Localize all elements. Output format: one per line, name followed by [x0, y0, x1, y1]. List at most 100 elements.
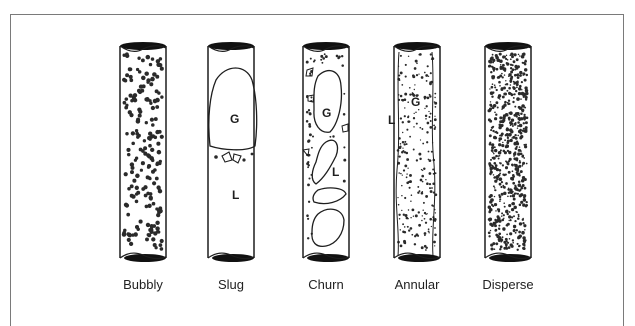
annular-droplet [408, 229, 410, 231]
annular-droplet [428, 228, 430, 230]
bubbly-droplet [154, 246, 157, 249]
disperse-droplet [524, 92, 527, 95]
disperse-droplet [502, 236, 504, 238]
annular-droplet [424, 232, 427, 235]
bubbly-droplet [131, 142, 135, 146]
annular-droplet [435, 212, 436, 213]
disperse-droplet [520, 170, 523, 173]
disperse-droplet [511, 55, 514, 58]
churn-droplet [314, 59, 316, 61]
disperse-droplet [507, 59, 509, 61]
disperse-droplet [512, 182, 515, 185]
churn-droplet [306, 214, 309, 217]
bubbly-droplet [156, 213, 160, 217]
disperse-droplet [503, 218, 504, 219]
disperse-droplet [521, 92, 525, 96]
annular-droplet [426, 182, 429, 185]
churn-droplet [308, 123, 311, 126]
disperse-droplet [512, 170, 514, 172]
disperse-droplet [523, 62, 525, 64]
annular-droplet [402, 121, 404, 123]
disperse-droplet [508, 100, 510, 102]
slug-bubble-5 [251, 153, 254, 156]
annular-droplet [418, 211, 420, 213]
churn-bubble-3 [342, 124, 348, 132]
disperse-droplet [492, 59, 495, 62]
disperse-droplet [489, 109, 492, 112]
disperse-droplet [499, 85, 501, 87]
bubbly-droplet [154, 117, 158, 121]
annular-droplet [424, 96, 427, 99]
disperse-droplet [490, 101, 491, 102]
annular-droplet [414, 113, 415, 114]
disperse-droplet [513, 206, 516, 209]
annular-droplet [434, 97, 435, 98]
bubbly-droplet [147, 154, 151, 158]
annular-droplet [400, 145, 402, 147]
disperse-droplet [493, 136, 497, 140]
annular-droplet [401, 185, 403, 187]
bubbly-droplet [129, 113, 133, 117]
churn-droplet [343, 93, 345, 95]
bubbly-droplet [149, 230, 153, 234]
annular-droplet [407, 168, 408, 169]
bubbly-droplet [149, 63, 152, 66]
bubbly-droplet [136, 68, 139, 71]
annular-droplet [434, 234, 437, 237]
annular-droplet [409, 136, 411, 138]
disperse-droplet [514, 142, 516, 144]
annular-droplet [421, 192, 424, 195]
bubbly-droplet [139, 84, 143, 88]
bubbly-droplet [149, 82, 153, 86]
disperse-droplet [516, 97, 520, 101]
disperse-droplet [512, 242, 514, 244]
disperse-droplet [514, 53, 517, 56]
disperse-droplet [494, 86, 496, 88]
annular-droplet [404, 107, 405, 108]
disperse-droplet [497, 76, 500, 79]
disperse-droplet [489, 134, 492, 137]
disperse-droplet [513, 97, 515, 99]
disperse-droplet [521, 231, 525, 235]
disperse-droplet [512, 194, 515, 197]
annular-droplet [404, 165, 407, 168]
churn-droplet [308, 177, 310, 179]
annular-droplet [407, 101, 409, 103]
slug-bubble-2 [233, 154, 241, 163]
churn-droplet [341, 55, 343, 57]
disperse-droplet [526, 74, 528, 76]
disperse-droplet [499, 169, 502, 172]
disperse-droplet [508, 192, 510, 194]
bubbly-droplet [155, 130, 159, 134]
annular-droplet [428, 76, 429, 77]
churn-droplet [332, 135, 334, 137]
annular-droplet [434, 101, 436, 103]
annular-droplet [423, 167, 425, 169]
disperse-droplet [488, 163, 490, 165]
annular-droplet [407, 218, 409, 220]
disperse-droplet [506, 62, 508, 64]
disperse-droplet [493, 174, 495, 176]
annular-droplet [419, 127, 421, 129]
disperse-droplet [494, 111, 496, 113]
disperse-droplet [509, 103, 510, 104]
disperse-droplet [516, 58, 519, 61]
annular-droplet [400, 95, 403, 98]
annular-droplet [434, 125, 435, 126]
disperse-droplet [496, 215, 499, 218]
pipe-bubbly [120, 42, 166, 262]
disperse-droplet [501, 215, 503, 217]
disperse-droplet [506, 145, 509, 148]
disperse-droplet [513, 198, 516, 201]
disperse-droplet [510, 243, 513, 246]
bubbly-droplet [135, 132, 139, 136]
disperse-droplet [499, 98, 500, 99]
disperse-droplet [495, 131, 497, 133]
bubbly-droplet [126, 148, 130, 152]
bubbly-droplet [151, 159, 154, 162]
disperse-droplet [518, 214, 520, 216]
annular-droplet [406, 129, 408, 131]
churn-gas-pocket-1 [314, 71, 342, 133]
disperse-droplet [512, 239, 514, 241]
annular-droplet [425, 118, 427, 120]
